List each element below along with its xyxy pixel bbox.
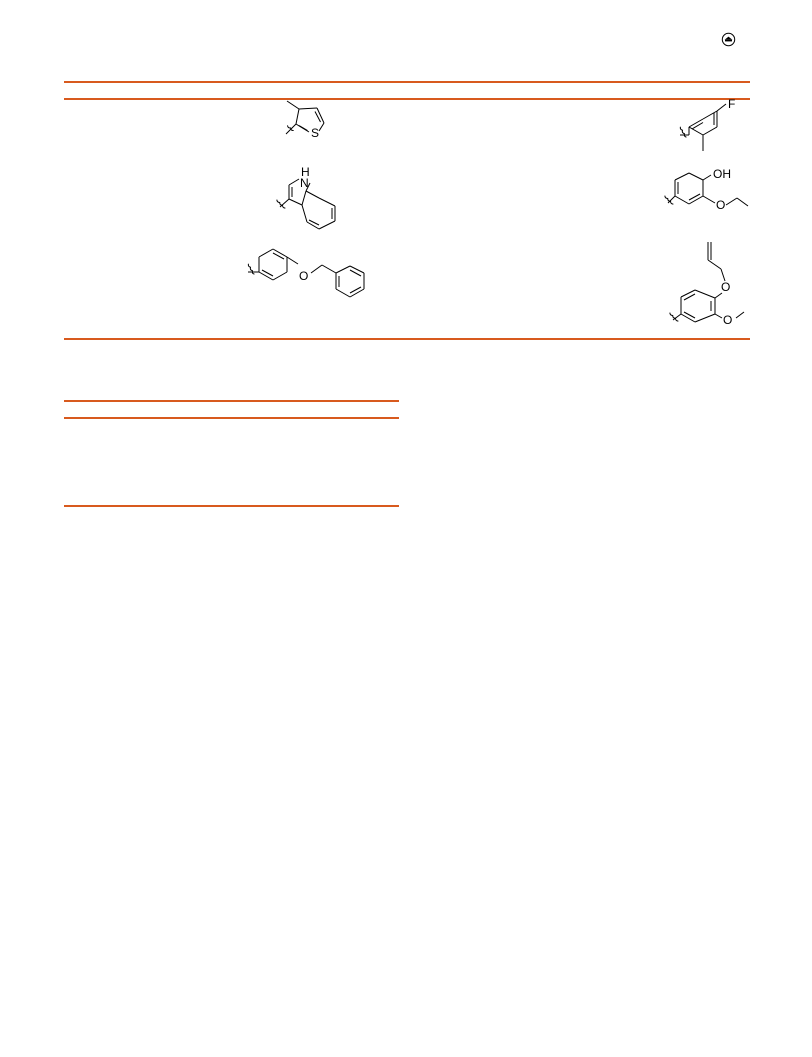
atom-label-o: O <box>299 269 308 283</box>
table-2-header-rule <box>64 417 399 419</box>
atom-label-f: F <box>728 97 735 111</box>
atom-label-o1: O <box>721 280 730 294</box>
table-2-bottom-rule <box>64 505 399 507</box>
table-2-top-rule <box>64 400 399 402</box>
atom-label-o2: O <box>723 313 732 327</box>
table-1-header-rule <box>64 98 750 100</box>
structure-ethoxy-hydroxyphenyl: OH O <box>658 166 753 228</box>
atom-label-oh: OH <box>713 167 731 181</box>
structure-fluoro-methylphenyl: F <box>670 96 750 158</box>
atom-label-n: N <box>300 176 309 190</box>
structure-methylthiophene: S <box>270 96 350 151</box>
structure-indole: H N <box>262 165 342 235</box>
atom-label-o: O <box>716 198 725 212</box>
table-1-top-rule <box>64 81 750 83</box>
structure-allyloxy-methoxyphenyl: O O <box>660 238 750 333</box>
circle-arrow-icon <box>721 32 736 47</box>
structure-benzyloxyphenyl: O <box>236 240 371 300</box>
atom-label-nh: H <box>301 165 310 179</box>
table-1-bottom-rule <box>64 338 750 340</box>
atom-label-s: S <box>311 126 319 140</box>
